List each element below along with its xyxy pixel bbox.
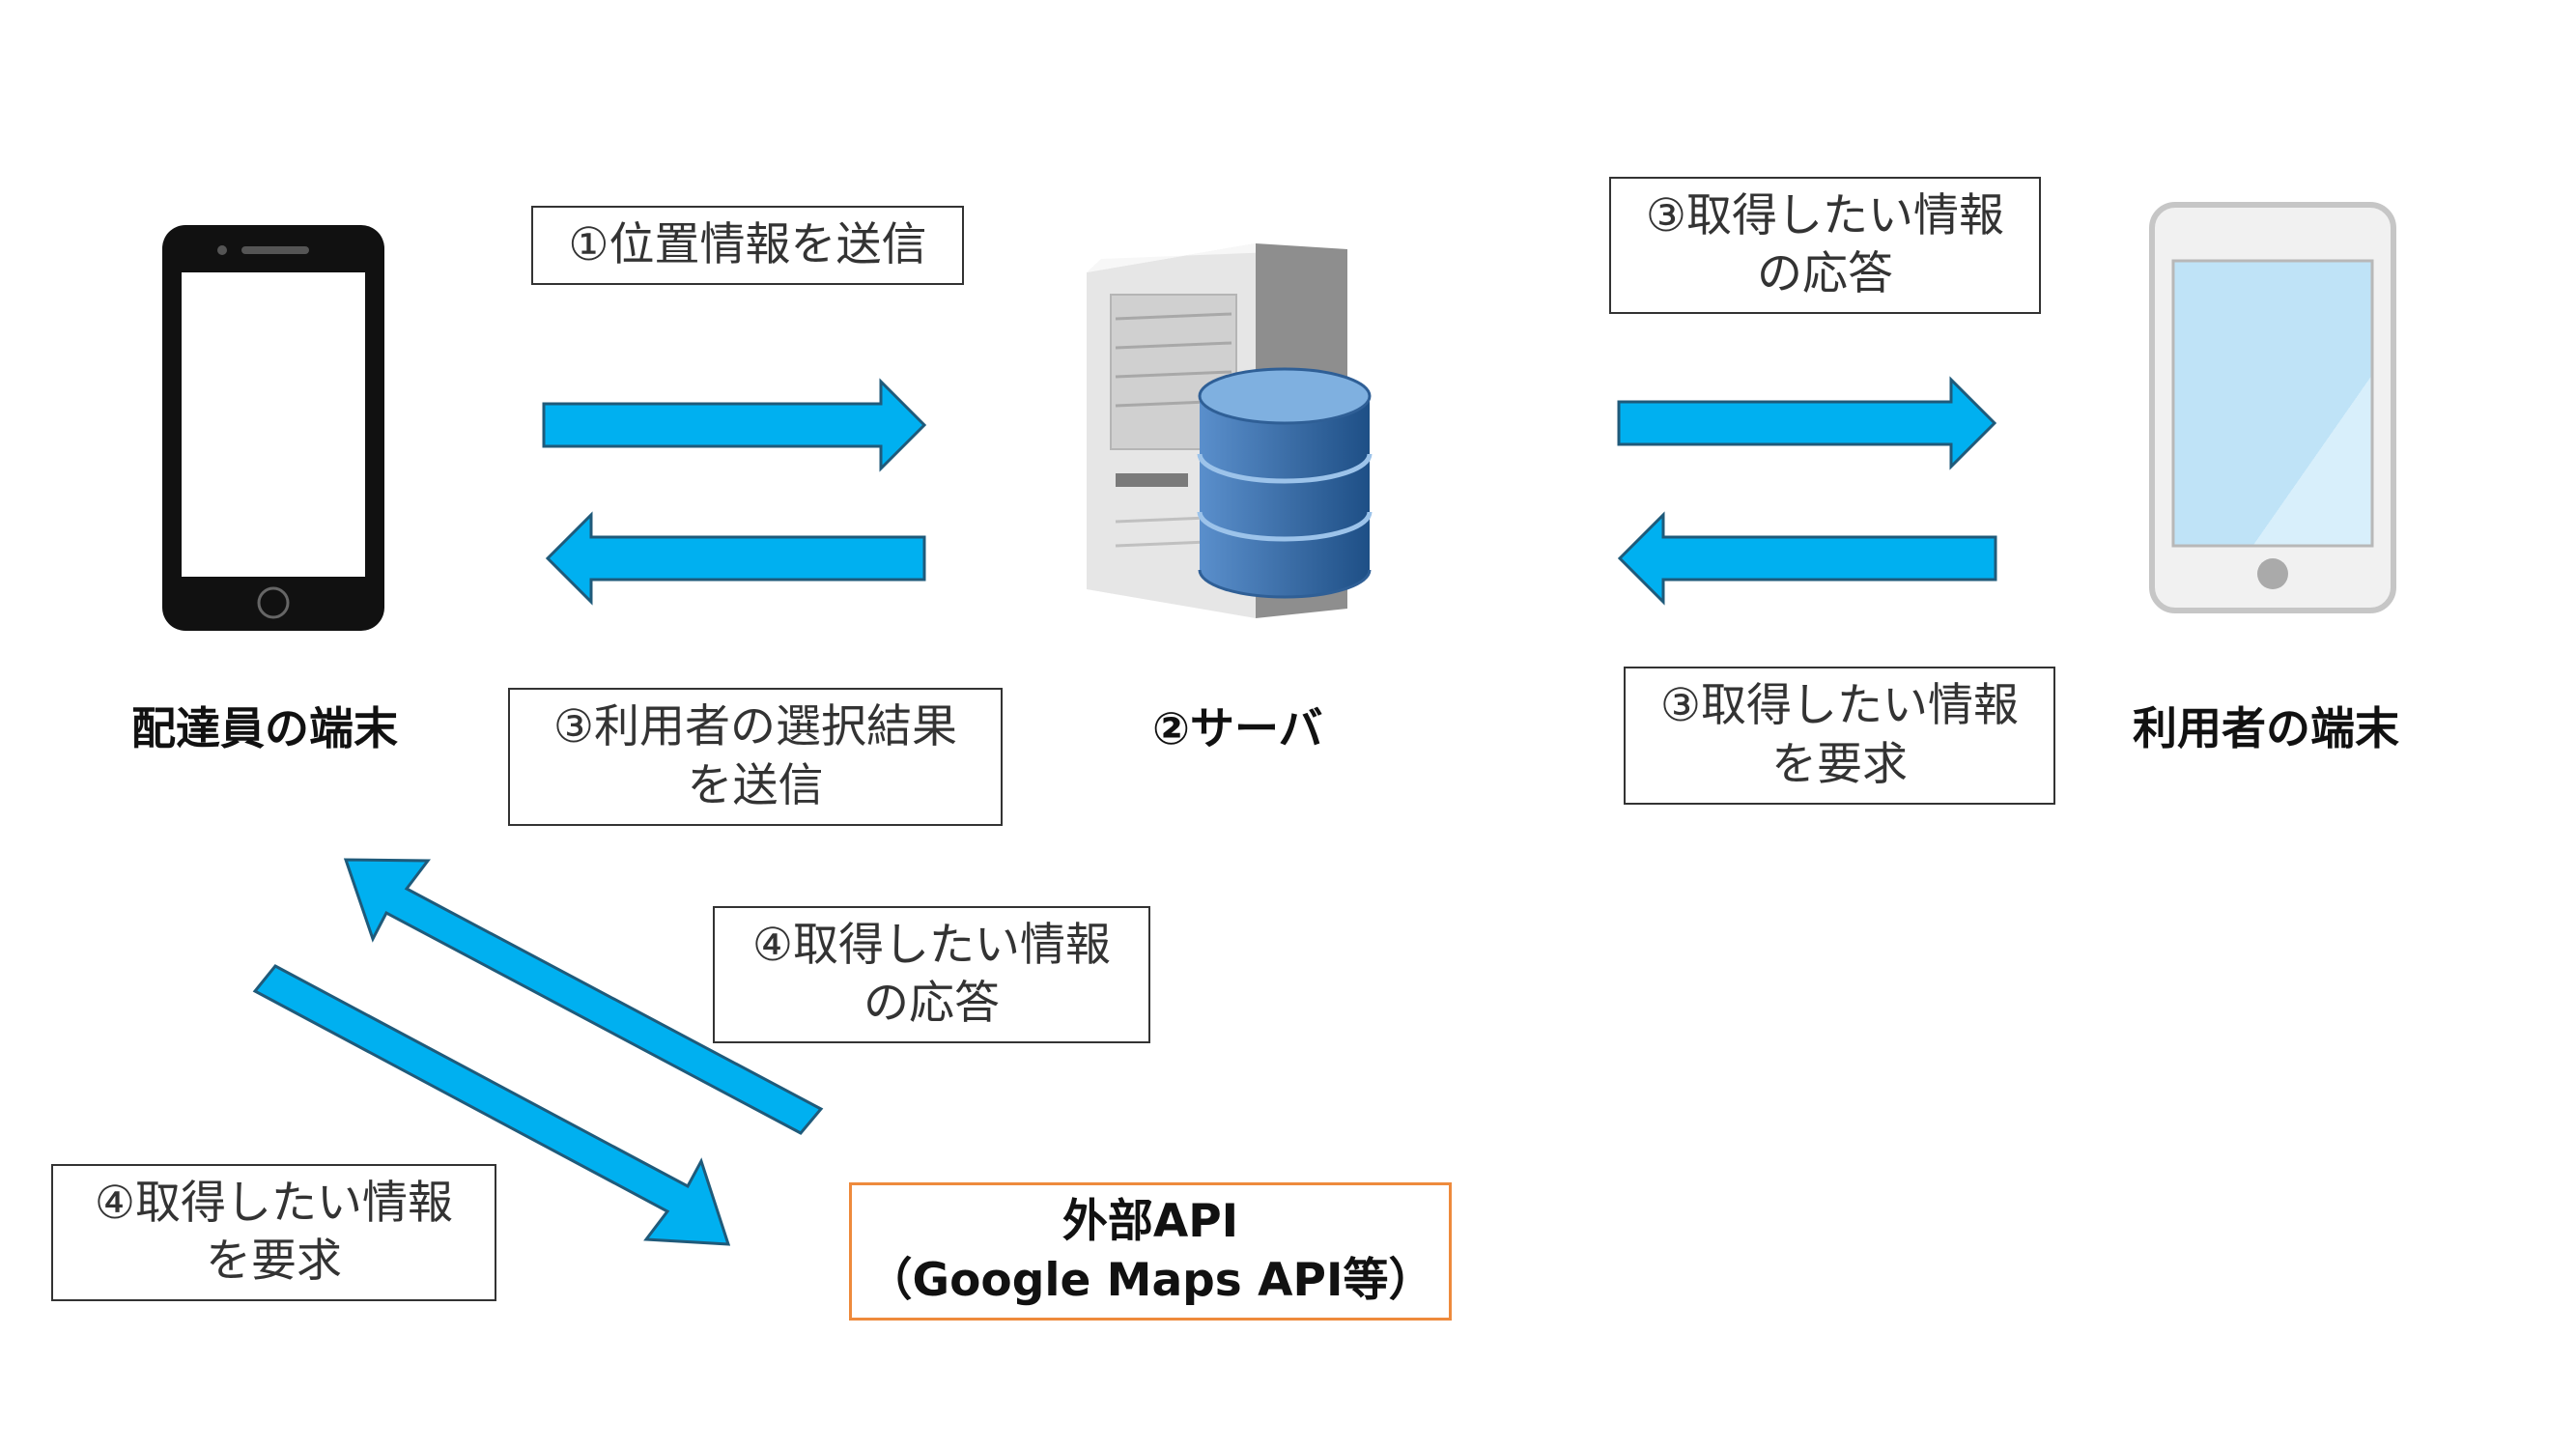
message-line: を要求 [205,1235,342,1288]
message-line: ④取得したい情報 [751,918,1112,972]
message-send-location: ①位置情報を送信 [531,206,964,285]
user-phone-icon [2149,202,2396,613]
message-line: ④取得したい情報 [94,1176,454,1230]
message-line: ③取得したい情報 [1645,188,2005,242]
server-label: ②サーバ [1152,702,1323,754]
message-line: を送信 [687,758,824,812]
message-request-driver-api: ④取得したい情報 を要求 [51,1164,496,1301]
user-device-label: 利用者の端末 [2133,702,2399,754]
message-line: ①位置情報を送信 [568,217,927,271]
database-icon [1197,367,1373,599]
message-line: を要求 [1770,737,1908,791]
arrow-api-to-driver [343,858,824,1135]
message-line: の応答 [1756,247,1893,300]
message-response-server-user: ③取得したい情報 の応答 [1609,177,2041,314]
message-line: ③利用者の選択結果 [552,700,958,754]
arrow-server-to-driver [545,511,926,606]
arrow-user-to-server [1617,511,1997,606]
message-send-selection: ③利用者の選択結果 を送信 [508,688,1003,826]
arrow-driver-to-server [542,378,927,472]
external-api-node: 外部API （Google Maps API等） [849,1182,1452,1321]
driver-device-label: 配達員の端末 [131,702,398,754]
message-response-api-driver: ④取得したい情報 の応答 [713,906,1150,1043]
message-line: の応答 [863,977,1000,1030]
message-line: ③取得したい情報 [1659,679,2020,733]
external-api-subtitle: （Google Maps API等） [866,1253,1434,1307]
driver-phone-icon [162,225,384,631]
message-request-user-server: ③取得したい情報 を要求 [1624,667,2055,805]
external-api-title: 外部API [1062,1195,1239,1249]
arrow-server-to-user [1617,376,1997,470]
arrow-driver-to-api [252,964,731,1246]
